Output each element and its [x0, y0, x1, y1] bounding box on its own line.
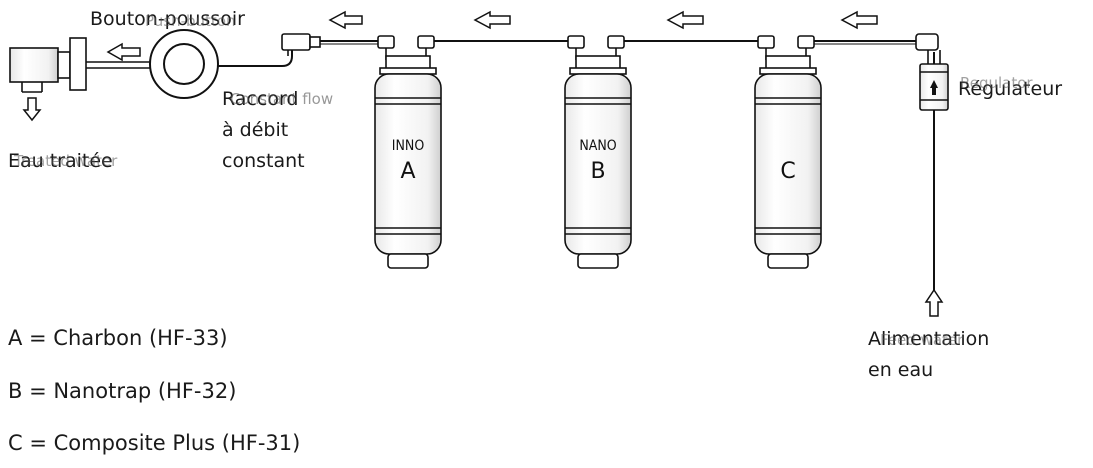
water-supply-label-line1: Alimentation	[868, 328, 990, 350]
regulator-label-en: Regulator	[960, 74, 1033, 92]
main-pipe	[318, 40, 935, 290]
regulator-label: Régulateur	[958, 78, 1063, 100]
filter-brand-label: NANO	[579, 138, 616, 154]
treated-water-arrow-icon	[22, 97, 42, 122]
push-button-label: Bouton-poussoir	[90, 8, 245, 30]
flow-arrow-icon	[840, 10, 878, 30]
regulator-icon	[915, 33, 949, 111]
filter-cartridge: INNO A	[374, 35, 442, 269]
filters-layer: INNO A NANO B C	[374, 35, 822, 269]
filter-letter-label: C	[780, 159, 795, 184]
filter-letter-label: B	[590, 159, 605, 184]
push-button-label-en: Push-button	[145, 12, 236, 30]
water-supply-label-line2: en eau	[868, 359, 934, 381]
filter-cartridge: C	[754, 35, 822, 269]
connector-label-line1: Raccord	[222, 88, 299, 110]
treated-water-label: Eau traitée	[8, 150, 113, 172]
flow-arrow-icon	[106, 42, 141, 62]
legend-item-c: C = Composite Plus (HF-31)	[8, 431, 301, 455]
connector-label-line3: constant	[222, 150, 305, 172]
treated-water-label-en: Treated water	[14, 152, 118, 170]
legend-item-b: B = Nanotrap (HF-32)	[8, 379, 237, 403]
water-supply-label-en: Feed water	[880, 331, 964, 349]
connector-label-line2: à débit	[222, 119, 289, 141]
faucet-icon	[9, 37, 150, 93]
feed-water-arrow-icon	[924, 288, 944, 317]
filter-cartridge: NANO B	[564, 35, 632, 269]
flow-arrow-icon	[666, 10, 704, 30]
constant-flow-connector-icon	[281, 33, 321, 56]
flow-arrows	[22, 10, 944, 317]
filter-letter-label: A	[400, 159, 415, 184]
filter-brand-label: INNO	[392, 138, 425, 154]
flow-arrow-icon	[328, 10, 363, 30]
legend-item-a: A = Charbon (HF-33)	[8, 326, 228, 350]
push-button-icon	[149, 29, 293, 99]
flow-arrow-icon	[473, 10, 511, 30]
connector-label-en: Constant flow	[230, 90, 334, 108]
